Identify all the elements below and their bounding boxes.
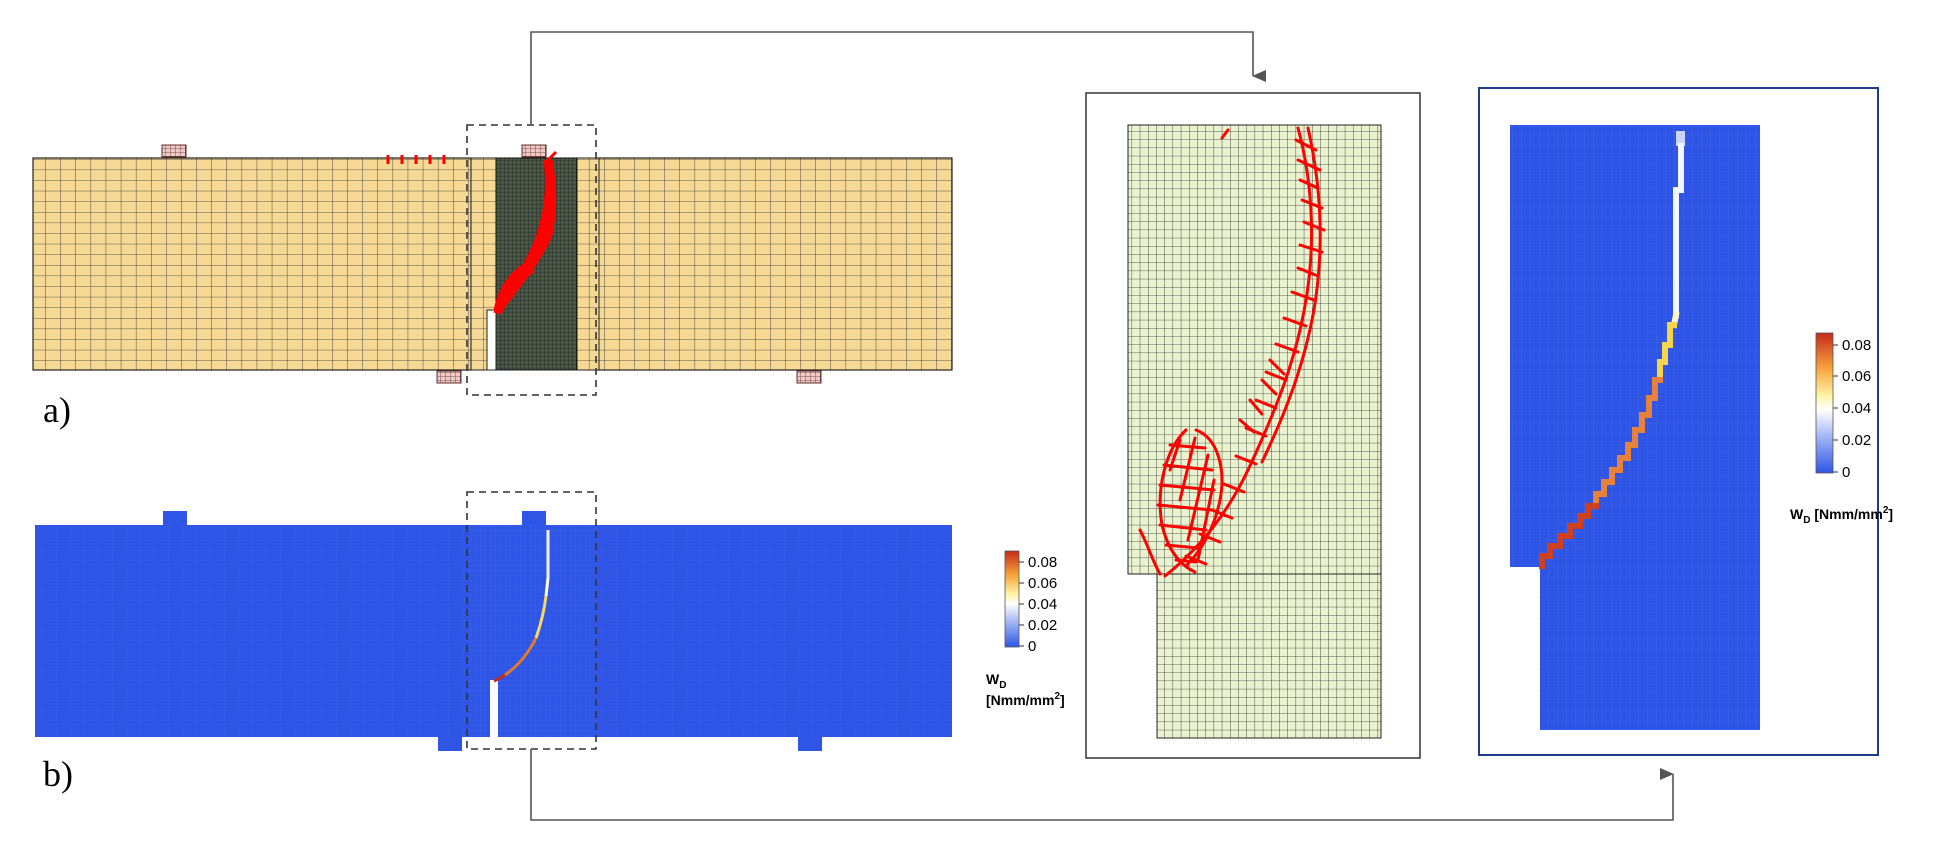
panel-b-label: b) bbox=[43, 754, 73, 794]
colorbar-small-tick-4: 0 bbox=[1028, 638, 1036, 655]
top-crack-ticks bbox=[386, 155, 446, 164]
arrow-b-to-zoom bbox=[530, 749, 1674, 821]
colorbar-small-tick-2: 0.04 bbox=[1028, 596, 1057, 613]
colorbar-large-title: WD [Nmm/mm2] bbox=[1790, 505, 1893, 526]
field-plate-bottom-right bbox=[798, 737, 822, 751]
colorbar-small-title: WD bbox=[986, 671, 1006, 691]
zoom-panel-b bbox=[1478, 87, 1879, 756]
colorbar-large-tick-2: 0.04 bbox=[1842, 400, 1871, 417]
loading-plate-top bbox=[521, 144, 547, 158]
connector-arrows bbox=[530, 31, 1674, 821]
colorbar-small-tick-1: 0.06 bbox=[1028, 575, 1057, 592]
crack-energy-path-b bbox=[493, 530, 550, 683]
colorbar-small-tick-3: 0.02 bbox=[1028, 617, 1057, 634]
crack-pattern-zoom bbox=[1138, 126, 1326, 578]
colorbar-large-tick-4: 0 bbox=[1842, 464, 1850, 481]
support-pad-bottom-right bbox=[796, 370, 822, 384]
zoom-field-upper bbox=[1510, 125, 1760, 567]
zoom-field-lower bbox=[1540, 567, 1760, 730]
colorbar-large-tick-0: 0.08 bbox=[1842, 337, 1871, 354]
colorbar-small bbox=[1004, 550, 1020, 648]
notch-b bbox=[490, 680, 498, 737]
field-fine-zone bbox=[470, 525, 596, 737]
field-plate-top-left bbox=[163, 511, 187, 525]
beam-mesh-right bbox=[596, 157, 953, 371]
beam-mesh-left bbox=[32, 157, 472, 371]
colorbar-large-tick-1: 0.06 bbox=[1842, 368, 1871, 385]
support-pad-bottom-left bbox=[436, 370, 462, 384]
panel-a-beam: a) bbox=[32, 124, 953, 430]
panel-b-beam: b) bbox=[35, 491, 952, 794]
zoom-panel-a bbox=[1085, 92, 1421, 759]
crack-pattern-a bbox=[493, 150, 558, 315]
field-plate-bottom-left bbox=[438, 737, 462, 751]
zoom-mesh-lower bbox=[1156, 573, 1382, 739]
field-plate-top-center bbox=[522, 511, 546, 525]
colorbar-large-tick-3: 0.02 bbox=[1842, 432, 1871, 449]
notch-a bbox=[486, 309, 497, 371]
colorbar-legend-small: 0.08 0.06 0.04 0.02 0 WD [Nmm/mm2] bbox=[986, 550, 1065, 708]
zoom-field-top-cell bbox=[1676, 131, 1685, 146]
arrow-a-to-zoom bbox=[530, 31, 1266, 125]
panel-a-label: a) bbox=[43, 390, 71, 430]
colorbar-small-unit: [Nmm/mm2] bbox=[986, 691, 1065, 708]
colorbar-small-tick-0: 0.08 bbox=[1028, 554, 1057, 571]
support-pad-top-left bbox=[161, 144, 187, 158]
colorbar-large bbox=[1815, 332, 1834, 474]
crack-energy-path-zoom bbox=[1539, 143, 1684, 569]
colorbar-legend-large: 0.08 0.06 0.04 0.02 0 WD [Nmm/mm2] bbox=[1790, 332, 1893, 526]
